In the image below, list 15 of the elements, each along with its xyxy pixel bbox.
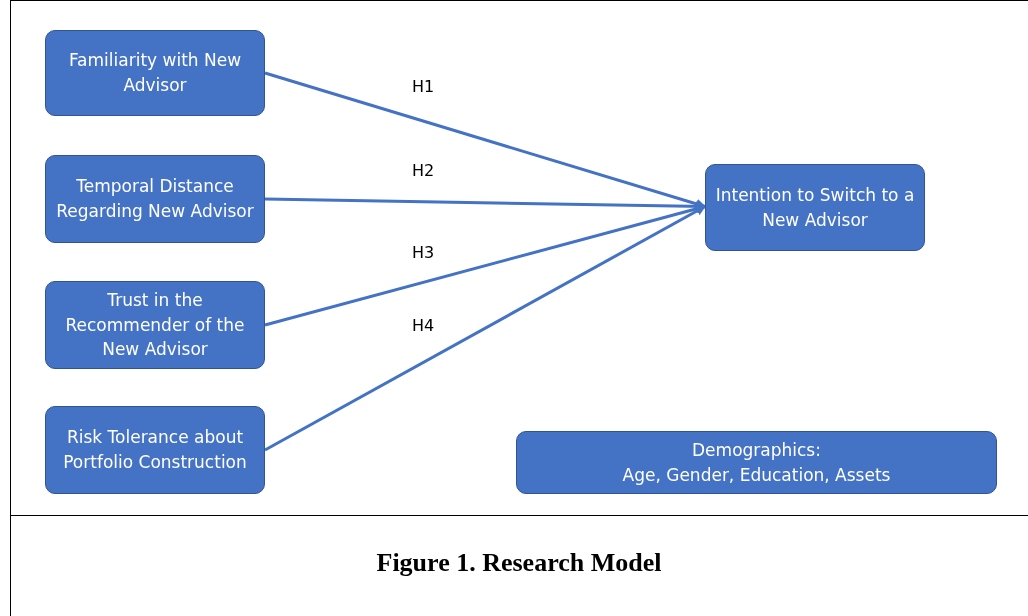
process-box [705,164,925,251]
process-box [45,155,265,243]
box-text: Trust in the Recommender of the New Advisor [64,289,246,362]
box-text: Temporal Distance Regarding New Advisor [55,175,255,223]
box-text: Demographics: [692,438,821,462]
box-text: Age, Gender, Education, Assets [622,463,891,487]
process-box [45,406,265,494]
box-text: Familiarity with New Advisor [67,49,243,97]
box-text: Intention to Switch to a New Advisor [714,183,916,232]
figure-caption: Figure 1. Research Model [375,548,663,578]
process-box [516,431,997,494]
box-text: Risk Tolerance about Portfolio Construction [62,426,248,474]
process-box [45,30,265,116]
arrow [264,205,706,452]
process-box [45,281,265,369]
